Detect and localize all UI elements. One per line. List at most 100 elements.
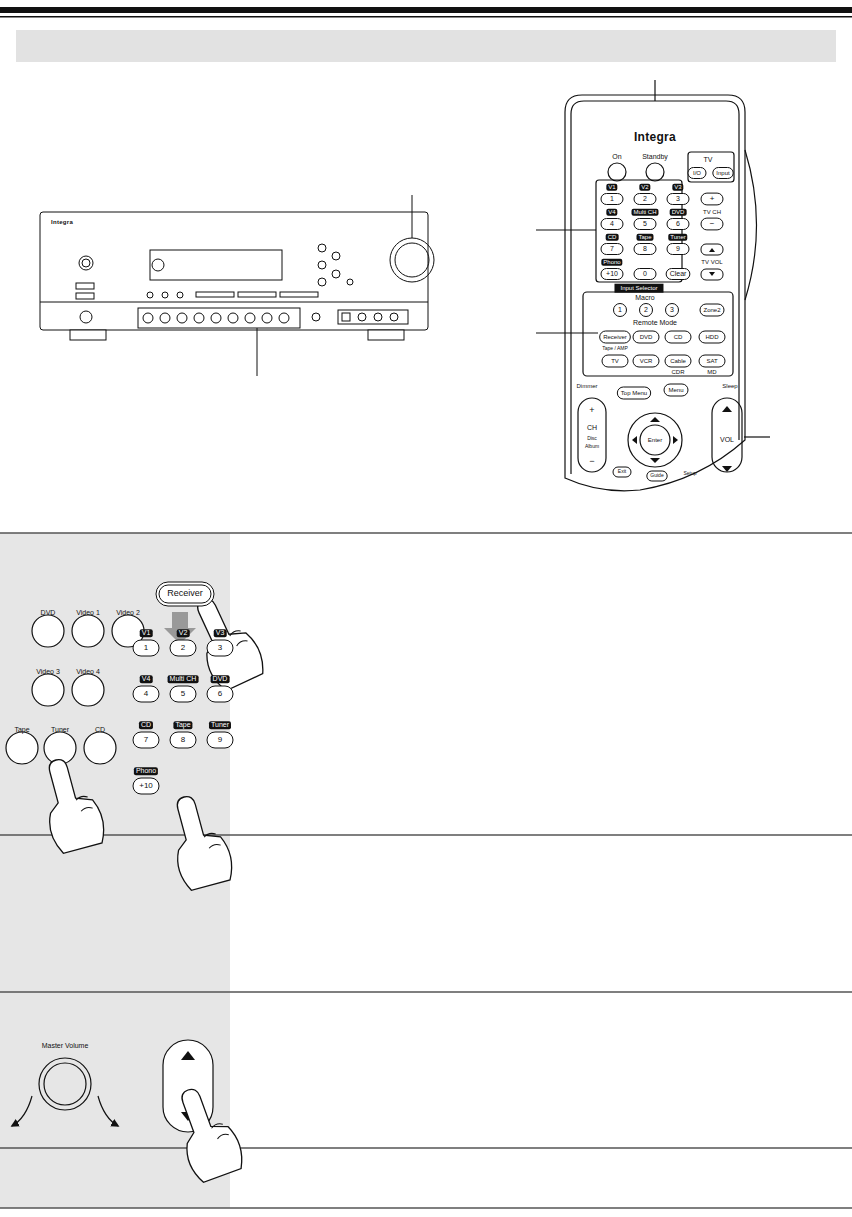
text-label: CH [587, 424, 597, 432]
pill-button [699, 355, 725, 367]
text-label: Tuner [51, 726, 69, 734]
key-tag: Tuner [209, 721, 231, 729]
text-label: Sleep [722, 383, 737, 390]
button-label: Input [716, 170, 729, 177]
button-label: Clear [670, 270, 687, 278]
button-label: 7 [610, 245, 614, 253]
text-label: Tape / AMP [602, 346, 628, 352]
button-label: Receiver [167, 589, 203, 599]
button-label: 3 [670, 306, 674, 314]
button-label: 1 [618, 306, 622, 314]
button-label: Exit [618, 469, 626, 475]
button-label: 4 [610, 220, 614, 228]
text-label: Enter [648, 437, 662, 444]
button-label: 2 [643, 195, 647, 203]
button-label: 2 [644, 306, 648, 314]
pill-button [170, 640, 196, 656]
key-tag: Tuner [668, 234, 687, 241]
pill-button [665, 355, 691, 367]
button-label: DVD [640, 334, 653, 341]
pill-button [133, 686, 159, 702]
button-label: +10 [139, 782, 153, 791]
pill-button [133, 778, 159, 794]
pill-button [666, 269, 690, 280]
button-label: − [710, 220, 715, 229]
pill-button [667, 194, 689, 205]
pill-button [634, 244, 656, 255]
pill-button [634, 194, 656, 205]
pill-button [602, 355, 628, 367]
pill-button [664, 384, 688, 396]
text-label: Disc [587, 436, 597, 442]
key-tag: DVD [670, 209, 687, 216]
text-label: Video 1 [76, 609, 100, 617]
button-label: I/O [693, 170, 701, 177]
button-label: VCR [640, 358, 653, 365]
pill-button [701, 193, 723, 205]
pill-button [207, 732, 233, 748]
input-button [262, 313, 272, 323]
text-label: Dimmer [577, 383, 598, 390]
text-label: Macro [635, 294, 654, 302]
pill-button [613, 467, 631, 477]
text-label: + [589, 406, 594, 416]
input-button [211, 313, 221, 323]
text-label: TV VOL [701, 259, 722, 266]
input-button [194, 313, 204, 323]
pill-button [156, 582, 214, 606]
text-label: TV [704, 156, 713, 164]
pill-button [647, 471, 667, 481]
button-label: SAT [706, 358, 717, 365]
pill-button [700, 304, 724, 316]
text-label: Video 2 [116, 609, 140, 617]
pill-button [633, 355, 659, 367]
key-tag: V1 [606, 184, 617, 191]
text-label: Setup [683, 471, 696, 477]
button-label: +10 [606, 270, 618, 278]
button-label: 5 [181, 690, 185, 699]
text-label: VOL [720, 436, 734, 444]
key-tag: V4 [140, 675, 153, 683]
pill-button [600, 331, 631, 343]
button-label: 6 [218, 690, 222, 699]
key-tag: DVD [211, 675, 230, 683]
pill-button [601, 219, 623, 230]
button-label: 5 [643, 220, 647, 228]
button-label: 4 [144, 690, 148, 699]
text-label: CD [95, 726, 105, 734]
button-label: TV [611, 358, 619, 365]
key-tag: Multi CH [631, 209, 658, 216]
pill-button [207, 686, 233, 702]
round-button [614, 304, 627, 317]
key-tag: V4 [606, 209, 617, 216]
button-label: Guide [650, 473, 663, 479]
text-label: Standby [642, 153, 668, 161]
button-label: CD [674, 334, 683, 341]
text-label: Album [585, 444, 599, 450]
pill-button [207, 640, 233, 656]
button-label: 3 [676, 195, 680, 203]
text-label: Video 3 [36, 668, 60, 676]
pill-button [667, 219, 689, 230]
input-button [279, 313, 289, 323]
pill-button [170, 686, 196, 702]
pill-button [665, 331, 691, 343]
key-tag: CD [139, 721, 153, 729]
pill-button [634, 269, 656, 280]
button-label: 8 [181, 736, 185, 745]
text-label: Master Volume [42, 1042, 89, 1050]
text-label: − [589, 457, 594, 467]
text-label: DVD [41, 609, 56, 617]
pill-button [133, 732, 159, 748]
text-label: MD [707, 369, 716, 376]
button-label: 1 [144, 644, 148, 653]
pill-button [667, 244, 689, 255]
key-tag: V3 [214, 629, 227, 637]
key-tag: Phono [601, 259, 622, 266]
key-tag: V2 [639, 184, 650, 191]
text-label: Tape [14, 726, 29, 734]
pill-button [699, 331, 725, 343]
input-button [177, 313, 187, 323]
